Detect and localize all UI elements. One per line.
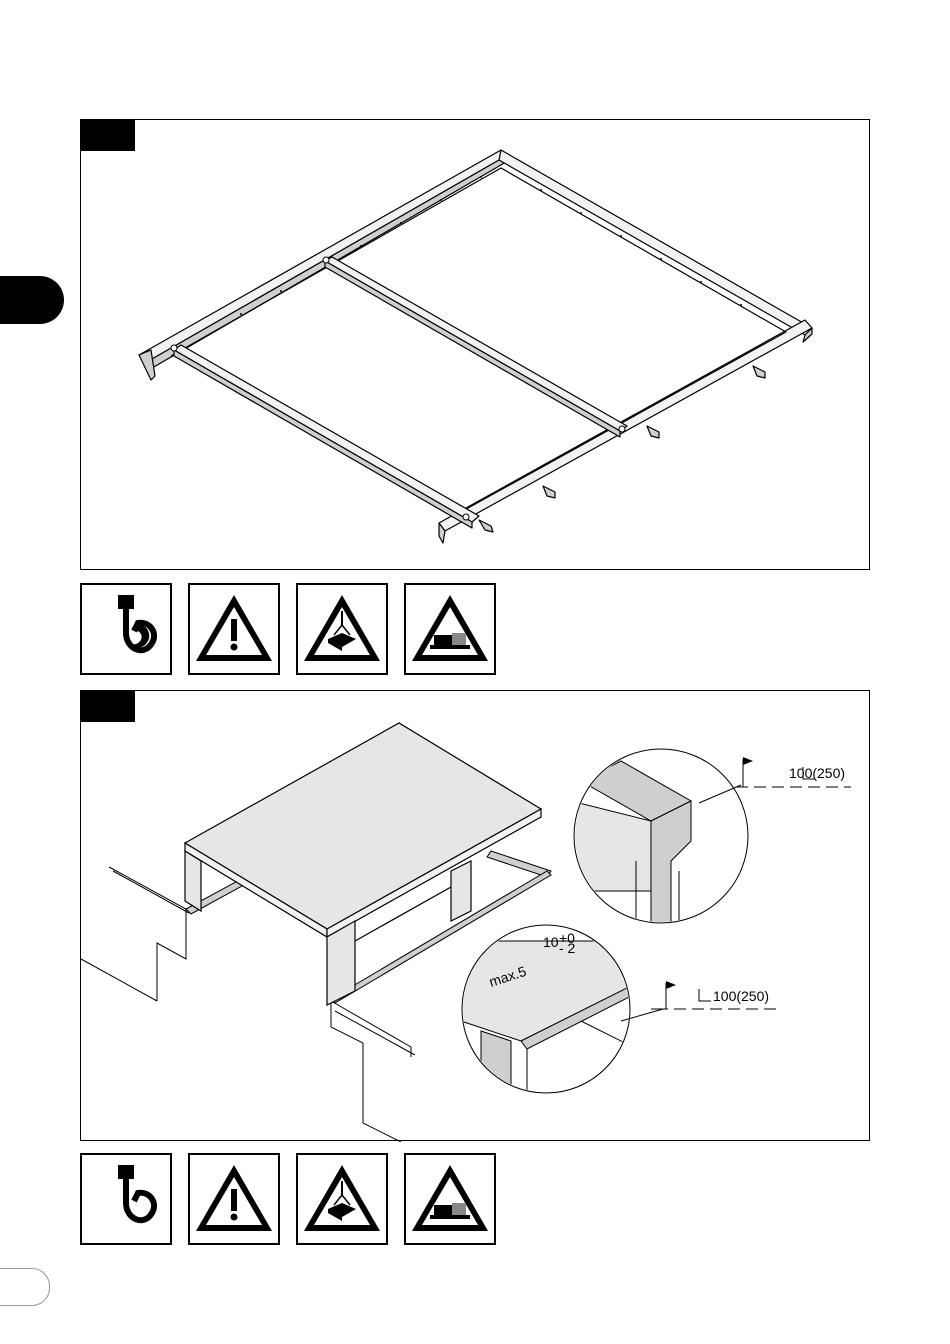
- frame-drawing: [81, 120, 871, 571]
- page-number-oval: [0, 1268, 50, 1306]
- cross-member-1: [174, 345, 479, 522]
- suspended-load-warning-icon: [296, 1153, 388, 1245]
- tolerance-value: 10: [543, 934, 559, 950]
- tolerance-lower: - 2: [559, 940, 576, 956]
- general-warning-icon: [188, 583, 280, 675]
- cross-member-2: [325, 257, 627, 431]
- weld-label-lower: 100(250): [713, 988, 769, 1004]
- crane-hook-icon: [80, 1153, 172, 1245]
- welding-drawing: 100(250) 100(250) 10 +0 - 2 max.5: [81, 691, 871, 1142]
- suspended-load-warning-icon: [296, 583, 388, 675]
- crane-hook-icon: [80, 583, 172, 675]
- chapter-tab: [0, 276, 64, 324]
- weld-label-upper: 100(250): [789, 765, 845, 781]
- rail-right-top: [499, 150, 812, 335]
- crushing-warning-icon: [404, 1153, 496, 1245]
- figure-frame-assembly: [80, 119, 870, 570]
- crushing-warning-icon: [404, 583, 496, 675]
- hob-top: [185, 723, 541, 929]
- general-warning-icon: [188, 1153, 280, 1245]
- figure-welding-detail: 100(250) 100(250) 10 +0 - 2 max.5: [80, 690, 870, 1141]
